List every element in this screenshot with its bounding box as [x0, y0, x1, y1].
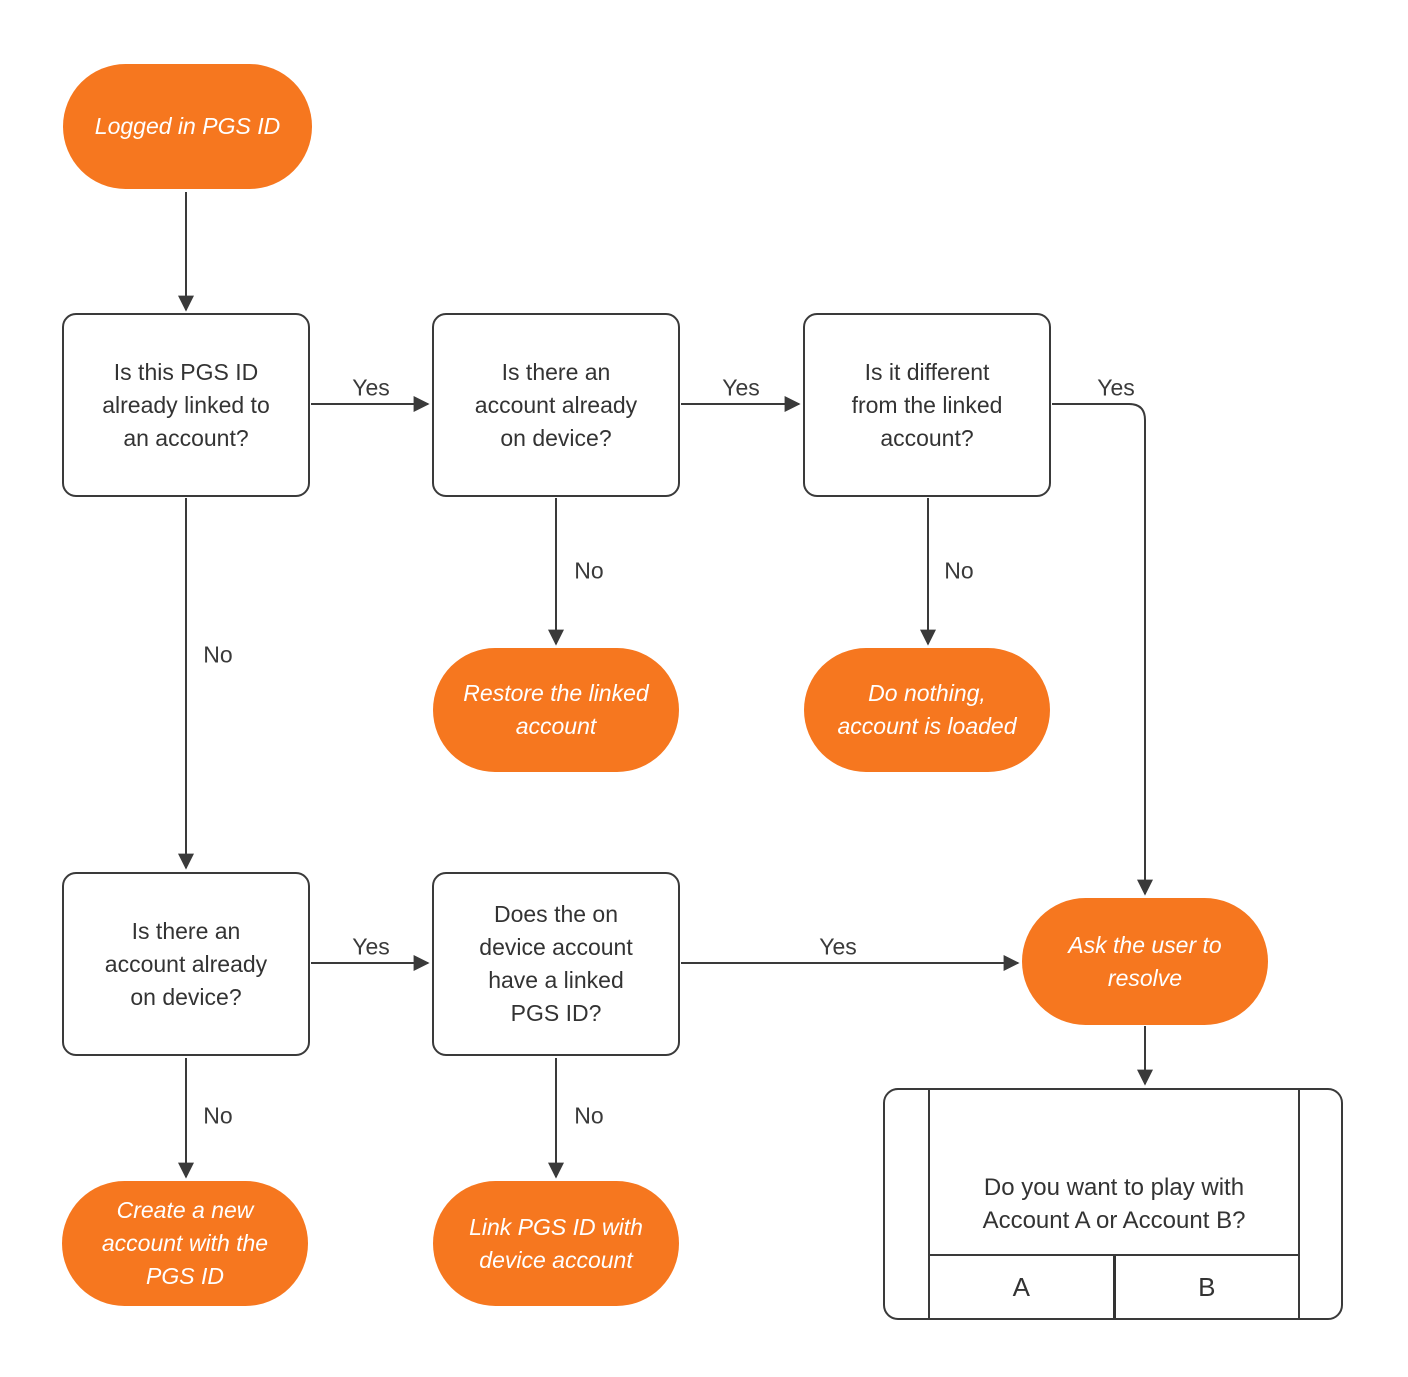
action-restore-linked-account: Restore the linked account	[433, 648, 679, 772]
dialog-button-row: A B	[930, 1254, 1298, 1318]
decision-different-from-linked: Is it different from the linked account?	[803, 313, 1051, 497]
action-do-nothing-account-loaded: Do nothing, account is loaded	[804, 648, 1050, 772]
decision-account-on-device-top: Is there an account already on device?	[432, 313, 680, 497]
start-node-logged-in-pgs-id: Logged in PGS ID	[63, 64, 312, 189]
dialog-question-area: Do you want to play with Account A or Ac…	[930, 1090, 1298, 1318]
edge-label-pgs-linked-no: No	[203, 641, 233, 668]
edge-label-device-bottom-yes: Yes	[352, 933, 390, 960]
edge-label-device-top-yes: Yes	[722, 374, 760, 401]
edge-label-has-pgs-yes: Yes	[819, 933, 857, 960]
edge-label-device-top-no: No	[574, 557, 604, 584]
dialog-right-bezel-line	[1298, 1090, 1300, 1318]
dialog-button-a[interactable]: A	[930, 1256, 1116, 1318]
decision-account-on-device-bottom: Is there an account already on device?	[62, 872, 310, 1056]
dialog-left-bezel-line	[928, 1090, 930, 1318]
decision-device-account-has-pgs-id: Does the on device account have a linked…	[432, 872, 680, 1056]
decision-pgs-id-already-linked: Is this PGS ID already linked to an acco…	[62, 313, 310, 497]
edge-label-different-no: No	[944, 557, 974, 584]
action-ask-user-to-resolve: Ask the user to resolve	[1022, 898, 1268, 1025]
edge-label-has-pgs-no: No	[574, 1102, 604, 1129]
action-link-pgs-id-with-device-account: Link PGS ID with device account	[433, 1181, 679, 1306]
edge-label-device-bottom-no: No	[203, 1102, 233, 1129]
edge-label-pgs-linked-yes: Yes	[352, 374, 390, 401]
account-choice-dialog: Do you want to play with Account A or Ac…	[883, 1088, 1343, 1320]
action-create-new-account: Create a new account with the PGS ID	[62, 1181, 308, 1306]
edge-label-different-yes: Yes	[1097, 374, 1135, 401]
dialog-question: Do you want to play with Account A or Ac…	[982, 1174, 1246, 1234]
edge-different-yes	[1052, 403, 1153, 896]
dialog-button-b[interactable]: B	[1115, 1256, 1298, 1318]
